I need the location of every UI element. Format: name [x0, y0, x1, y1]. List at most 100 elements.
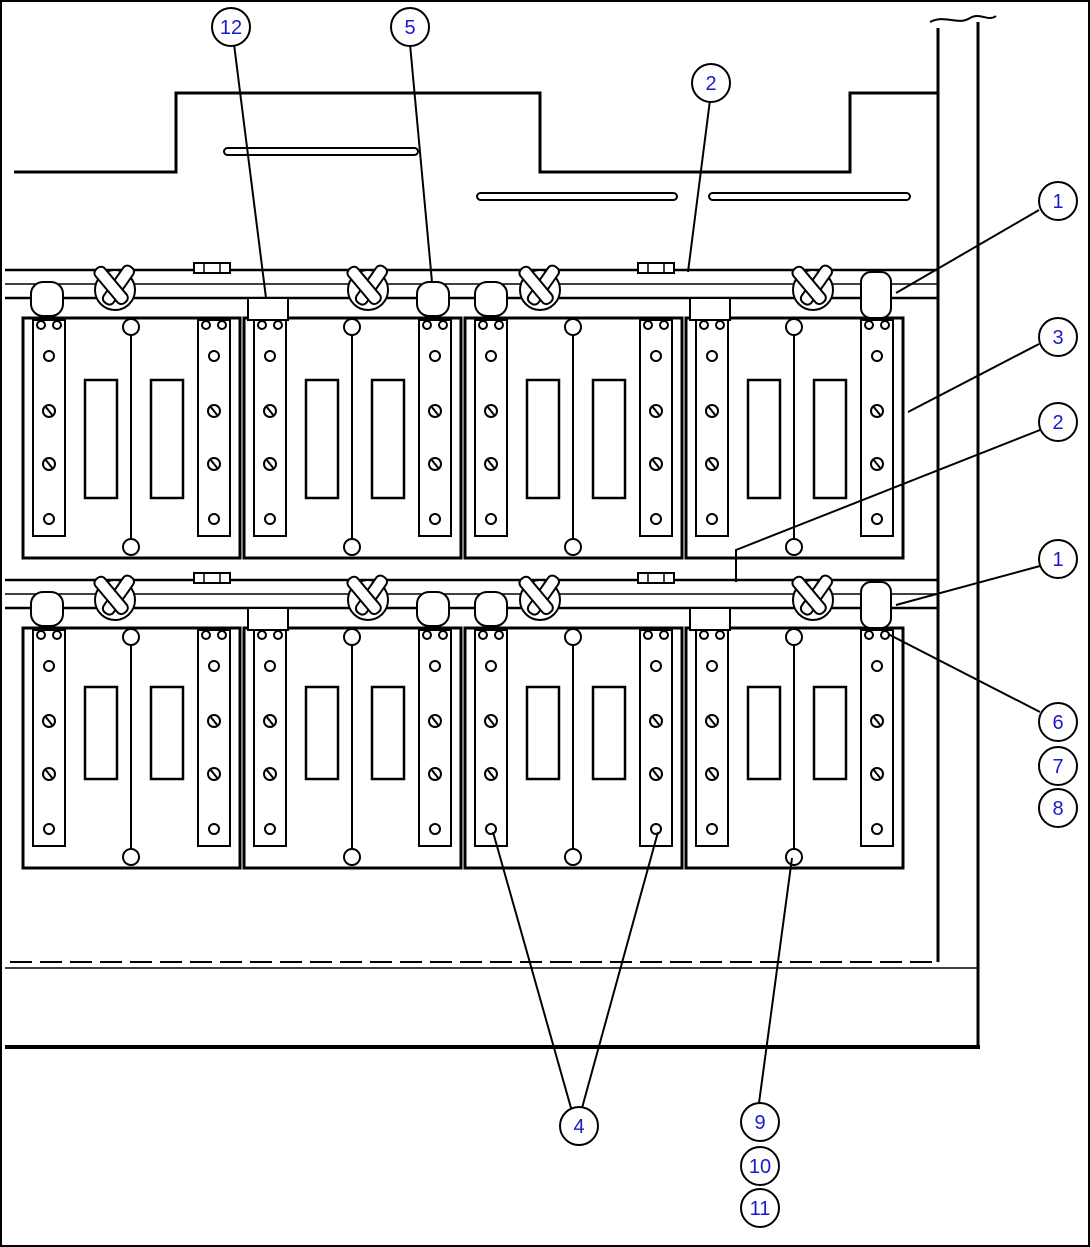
- callout-circle: [740, 1146, 780, 1186]
- screw-slot: [266, 716, 274, 726]
- mount-hole: [122, 318, 140, 336]
- callout-c2b: 2: [1038, 402, 1078, 442]
- screw-slot: [487, 406, 495, 416]
- terminal-hole: [650, 513, 662, 525]
- relay-window: [304, 685, 340, 781]
- screw-slot: [45, 769, 53, 779]
- rail-clamp: [637, 572, 675, 584]
- terminal-pin: [217, 320, 227, 330]
- terminal-pin: [864, 630, 874, 640]
- mount-hole: [785, 318, 803, 336]
- knob-blade: [518, 575, 554, 616]
- callout-label: 12: [220, 17, 242, 39]
- knob-blade: [346, 265, 382, 306]
- callout-c6: 6: [1038, 702, 1078, 742]
- terminal-hole: [706, 660, 718, 672]
- screw-slot: [708, 716, 716, 726]
- terminal-hole: [706, 823, 718, 835]
- terminal-hole: [871, 823, 883, 835]
- strap-clip: [689, 607, 731, 631]
- relay-row-upper: [5, 262, 938, 560]
- screw-slot: [45, 406, 53, 416]
- relay-window: [746, 378, 782, 500]
- terminal-hole: [208, 350, 220, 362]
- relay-window: [525, 685, 561, 781]
- screw-slot: [873, 716, 881, 726]
- callout-circle: [1038, 788, 1078, 828]
- relay-window: [149, 378, 185, 500]
- enclosure: [5, 15, 997, 1049]
- terminal-pin: [422, 630, 432, 640]
- terminal-hole: [706, 513, 718, 525]
- screw-slot: [873, 459, 881, 469]
- callout-c5: 5: [390, 7, 430, 47]
- terminal-hole: [429, 823, 441, 835]
- callout-circle: [559, 1106, 599, 1146]
- knob-blade: [791, 575, 827, 616]
- terminal-strap: [639, 319, 673, 537]
- callout-c1b: 1: [1038, 539, 1078, 579]
- terminal-hole: [208, 823, 220, 835]
- leader-3: [907, 343, 1040, 413]
- terminal-pin: [478, 320, 488, 330]
- mount-hole: [343, 848, 361, 866]
- terminal-strap: [860, 319, 894, 537]
- callout-circle: [740, 1102, 780, 1142]
- terminal-pin: [217, 630, 227, 640]
- screw-slot: [431, 716, 439, 726]
- screw-slot: [708, 406, 716, 416]
- screw-slot: [487, 769, 495, 779]
- knob-blade: [791, 265, 827, 306]
- terminal-pin: [659, 320, 669, 330]
- mount-hole: [785, 848, 803, 866]
- terminal-hole: [650, 660, 662, 672]
- terminal-pin: [659, 630, 669, 640]
- leader-4a: [492, 831, 572, 1109]
- callout-c3: 3: [1038, 317, 1078, 357]
- screw-slot: [210, 769, 218, 779]
- relay-window: [370, 685, 406, 781]
- screw-slot: [266, 406, 274, 416]
- screw-slot: [487, 459, 495, 469]
- callout-circle: [390, 7, 430, 47]
- terminal-pin: [880, 320, 890, 330]
- terminal-hole: [43, 350, 55, 362]
- mount-hole: [785, 628, 803, 646]
- callout-label: 2: [705, 73, 716, 95]
- callout-circle: [1038, 539, 1078, 579]
- relay-window: [370, 378, 406, 500]
- leader-2-lower: [735, 429, 1041, 582]
- terminal-hole: [485, 350, 497, 362]
- terminal-hole: [208, 660, 220, 672]
- leader-1-lower: [895, 565, 1041, 606]
- screw-slot: [210, 459, 218, 469]
- screw-slot: [652, 459, 660, 469]
- callout-circle: [1038, 702, 1078, 742]
- terminal-pin: [643, 630, 653, 640]
- terminal-hole: [429, 660, 441, 672]
- terminal-pin: [715, 320, 725, 330]
- terminal-hole: [429, 350, 441, 362]
- terminal-hole: [43, 660, 55, 672]
- knob-blade: [93, 265, 129, 306]
- screw-slot: [873, 406, 881, 416]
- relay-window: [591, 378, 627, 500]
- mount-hole: [343, 318, 361, 336]
- relay-window: [149, 685, 185, 781]
- terminal-hole: [485, 823, 497, 835]
- knob-blade: [518, 265, 554, 306]
- mount-hole: [122, 848, 140, 866]
- strap-cap: [860, 271, 892, 319]
- screw-slot: [652, 769, 660, 779]
- callout-c1a: 1: [1038, 181, 1078, 221]
- terminal-hole: [208, 513, 220, 525]
- strap-clip: [247, 297, 289, 321]
- callout-c9: 9: [740, 1102, 780, 1142]
- strap-clip: [689, 297, 731, 321]
- relay-window: [746, 685, 782, 781]
- terminal-pin: [273, 630, 283, 640]
- strap-cap: [416, 591, 450, 627]
